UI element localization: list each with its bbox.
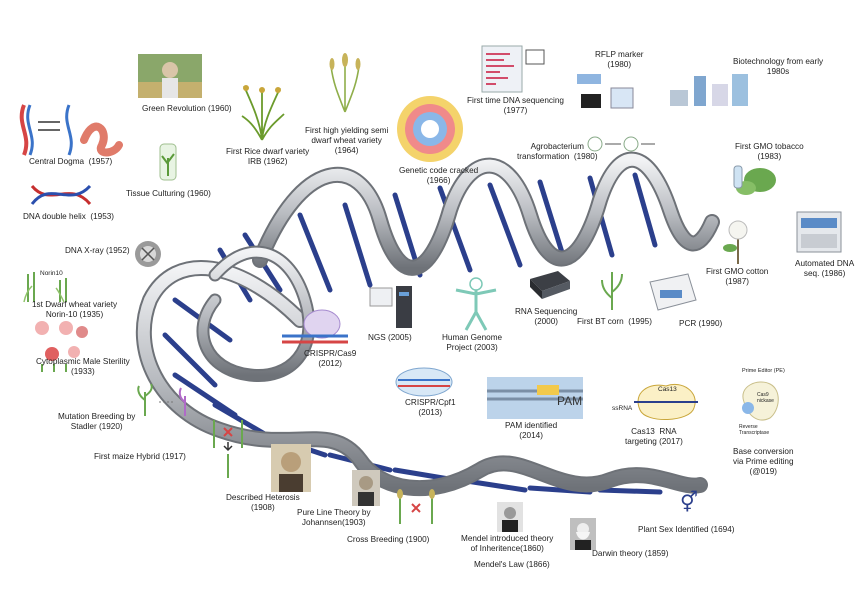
cas13-tag: Cas13	[658, 386, 677, 393]
pam-diagram-icon	[487, 377, 583, 419]
human-genome-figure-icon	[455, 277, 497, 331]
agrobacterium-icon	[587, 136, 655, 152]
cas13-complex-icon	[634, 384, 698, 421]
label-first-rice-dwarf: First Rice dwarf variety IRB (1962)	[226, 147, 310, 166]
label-automated-dna-seq: Automated DNA seq. (1986)	[795, 259, 855, 278]
norin10-tag: Norin10	[40, 270, 63, 277]
dna-xray-icon	[135, 241, 161, 267]
label-first-maize-hybrid: First maize Hybrid (1917)	[94, 452, 186, 461]
label-base-conversion: Base conversion via Prime editing (@019)	[733, 447, 794, 476]
biotech-lab-icon	[670, 74, 748, 106]
label-cas13: Cas13 RNA targeting (2017)	[625, 427, 683, 446]
label-green-revolution: Green Revolution (1960)	[142, 104, 232, 113]
label-biotech-1980s: Biotechnology from early 1980s	[733, 57, 824, 76]
label-plant-sex: Plant Sex Identified (1694)	[638, 525, 735, 534]
ngs-instrument-icon	[369, 286, 412, 328]
crispr-cpf1-icon	[395, 367, 453, 397]
label-rna-sequencing: RNA Sequencing (2000)	[515, 307, 578, 326]
label-first-gmo-cotton: First GMO cotton (1987)	[706, 267, 769, 286]
wheat-plant-icon	[329, 53, 361, 113]
label-crispr-cpf1: CRISPR/Cpf1 (2013)	[405, 398, 456, 417]
norin10-wheat-icon	[23, 272, 67, 303]
tissue-culture-icon	[159, 143, 177, 181]
label-crispr-cas9: CRISPR/Cas9 (2012)	[304, 349, 357, 368]
label-mendel-theory: Mendel introduced theory of Inheritence(…	[461, 534, 554, 553]
label-pcr: PCR (1990)	[679, 319, 723, 328]
label-dna-xray: DNA X-ray (1952)	[65, 246, 130, 255]
crispr-cas9-icon	[282, 309, 348, 344]
central-dogma-icon	[19, 104, 123, 157]
johannsen-portrait-icon	[352, 470, 380, 506]
helix-ribbons	[135, 151, 720, 497]
cotton-plant-icon	[723, 220, 748, 264]
green-revolution-photo-icon	[138, 54, 202, 98]
tobacco-plant-icon	[733, 165, 776, 195]
label-genetic-code: Genetic code cracked (1966)	[399, 166, 479, 185]
mutation-breeding-icon	[137, 383, 186, 416]
cross-breeding-icon	[397, 489, 435, 524]
label-cross-breeding: Cross Breeding (1900)	[347, 535, 430, 544]
bt-corn-icon	[601, 272, 623, 310]
label-first-high-yield-wheat: First high yielding semi dwarf wheat var…	[305, 126, 389, 155]
label-pure-line: Pure Line Theory by Johannsen(1903)	[297, 508, 371, 527]
rna-sequencer-icon	[530, 271, 570, 299]
prime-editor-icon	[742, 381, 779, 421]
automated-sequencer-icon	[796, 211, 842, 253]
label-described-heterosis: Described Heterosis (1908)	[226, 493, 300, 512]
maize-hybrid-icon	[213, 420, 243, 478]
genetic-code-wheel-icon	[397, 96, 463, 162]
label-agrobacterium: Agrobacterium transformation (1980)	[517, 142, 598, 161]
ssrna-tag: ssRNA	[612, 405, 633, 412]
label-norin10: 1st Dwarf wheat variety Norin-10 (1935)	[32, 300, 118, 319]
cms-flowers-icon	[35, 321, 88, 372]
label-first-dna-sequencing: First time DNA sequencing (1977)	[467, 96, 564, 115]
label-human-genome: Human Genome Project (2003)	[442, 333, 503, 352]
label-ngs: NGS (2005)	[368, 333, 412, 342]
cas9-nickase-tag: Cas9 nickase	[757, 392, 774, 404]
plant-sex-symbol-icon: ⚥	[680, 492, 699, 514]
label-darwin-theory: Darwin theory (1859)	[592, 549, 669, 558]
label-rflp-marker: RFLP marker (1980)	[595, 50, 644, 69]
mendel-portrait-icon	[497, 502, 523, 532]
label-tissue-culturing: Tissue Culturing (1960)	[126, 189, 211, 198]
rflp-gel-icon	[577, 74, 634, 109]
rice-dwarf-plant-icon	[241, 85, 285, 141]
pam-text: PAM	[557, 394, 583, 408]
pcr-machine-icon	[649, 273, 697, 311]
label-mendels-law: Mendel's Law (1866)	[474, 560, 550, 569]
dna-sequencing-gel-icon	[481, 45, 545, 93]
label-cms: Cytoplasmic Male Sterility (1933)	[36, 357, 130, 376]
reverse-transcriptase-tag: Reverse Transcriptase	[739, 424, 770, 436]
label-pam-identified: PAM identified (2014)	[505, 421, 558, 440]
label-first-gmo-tobacco: First GMO tobacco (1983)	[735, 142, 804, 161]
heterosis-portrait-icon	[271, 444, 311, 492]
dna-double-helix-icon	[30, 184, 92, 206]
label-mutation-breeding: Mutation Breeding by Stadler (1920)	[58, 412, 136, 431]
label-dna-double-helix: DNA double helix (1953)	[23, 212, 115, 221]
darwin-portrait-icon	[570, 518, 596, 550]
label-central-dogma: Central Dogma (1957)	[29, 157, 113, 166]
label-first-bt-corn: First BT corn (1995)	[577, 317, 652, 326]
prime-editor-tag: Prime Editor (PE)	[742, 368, 785, 374]
